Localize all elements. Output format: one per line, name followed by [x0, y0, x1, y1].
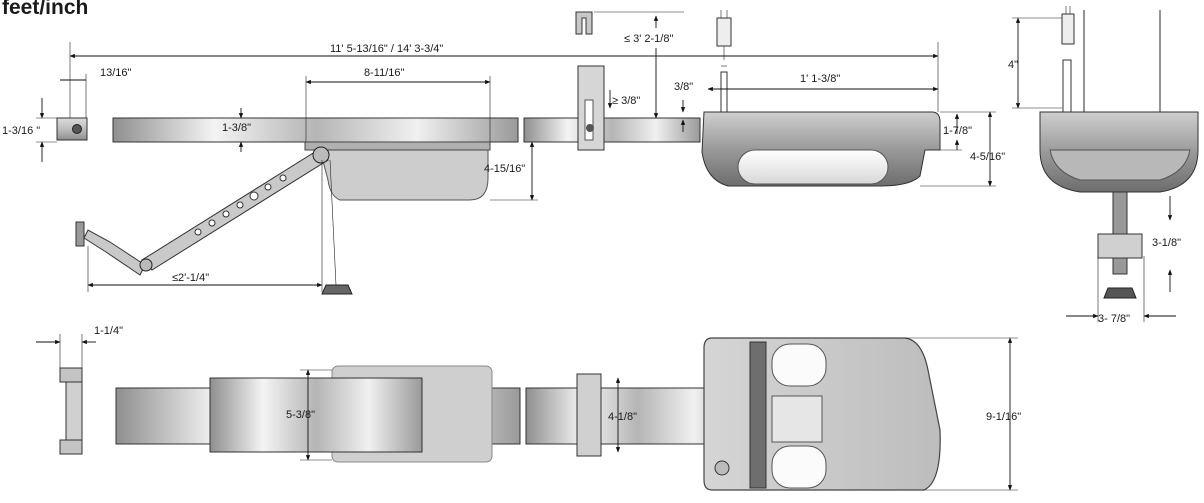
- end-release-height-label: 3-1/8": [1152, 237, 1181, 249]
- top-motor-core: [771, 395, 823, 443]
- door-bracket: [75, 221, 85, 247]
- motor-height-label: 1-7/8": [943, 125, 972, 137]
- arm-hole: [236, 201, 244, 209]
- light-lens: [737, 149, 889, 185]
- end-release-handle: [1103, 287, 1137, 299]
- top-sprocket-plate: [749, 341, 767, 489]
- top-view: 1-1/4" 5-3/8" 4-1/8" 9-1/16": [36, 325, 1021, 491]
- u-clip-icon: [575, 11, 593, 35]
- hanger-gap-label: ≥ 3/8": [612, 95, 640, 107]
- rail-height-label: 1-3/8": [222, 122, 251, 134]
- top-bracket-width-label: 1-1/4": [94, 325, 123, 337]
- release-cord: [329, 159, 337, 286]
- hanger-drop-label: ≤ 3' 2-1/8": [624, 33, 673, 45]
- motor-total-height-label: 4-5/16": [970, 151, 1005, 163]
- trolley-pivot-icon: [312, 146, 330, 164]
- arm-pivot-icon: [139, 258, 153, 272]
- end-cord-left: [1062, 59, 1072, 113]
- bracket-offset-label: 13/16": [100, 67, 132, 79]
- end-release-bracket: [1097, 233, 1143, 259]
- trolley-top: [304, 141, 491, 151]
- arm-hole: [279, 174, 287, 182]
- end-lens: [1049, 149, 1191, 181]
- arm-hole: [208, 219, 216, 227]
- rail-segment: [523, 117, 701, 143]
- hanger-bolt-icon: [586, 124, 594, 132]
- trolley-depth-label: 4-15/16": [484, 163, 525, 175]
- top-trolley: [209, 377, 423, 453]
- top-trolley-width-label: 5-3/8": [286, 409, 315, 421]
- rail-segment: [112, 117, 519, 143]
- overall-length-label: 11' 5-13/16" / 14' 3-3/4": [330, 43, 443, 55]
- trolley-length-label: 8-11/16": [364, 67, 404, 79]
- arm-hole: [194, 228, 202, 236]
- end-release-width-label: 3- 7/8": [1098, 313, 1130, 325]
- plug-icon: [716, 17, 732, 47]
- end-plug-icon: [1061, 13, 1075, 45]
- arm-hole: [222, 210, 230, 218]
- top-bracket: [65, 379, 83, 443]
- side-view: 11' 5-13/16" / 14' 3-3/4" 13/16" 1-3/16 …: [2, 10, 1005, 295]
- end-cord-height-label: 4": [1008, 59, 1018, 71]
- power-offset-label: 1' 1-3/8": [800, 73, 840, 85]
- arm-reach-label: ≤2'-1/4": [172, 272, 209, 284]
- top-hanger: [576, 373, 602, 457]
- bracket-bolt-icon: [72, 124, 82, 134]
- top-motor-width-label: 9-1/16": [986, 411, 1021, 423]
- page-title: feet/inch: [2, 0, 88, 19]
- curved-arm: [83, 229, 146, 276]
- top-outlet-icon: [714, 460, 730, 476]
- end-view: 4" 3-1/8" 3- 7/8": [1008, 6, 1199, 325]
- arm-hole: [264, 183, 272, 191]
- hanger-min-label: 3/8": [674, 81, 693, 93]
- trolley-carriage: [317, 141, 489, 201]
- top-rail-width-label: 4-1/8": [608, 411, 637, 423]
- top-motor-lamp: [771, 343, 827, 387]
- top-bracket-flange: [59, 367, 83, 383]
- release-handle: [321, 284, 353, 295]
- end-release-rod: [1112, 191, 1128, 275]
- top-bracket-flange: [59, 439, 83, 455]
- door-arm: [141, 149, 329, 271]
- bracket-height-label: 1-3/16 ": [2, 125, 40, 137]
- arm-hole: [249, 191, 259, 201]
- hanger-slot: [584, 99, 594, 141]
- top-motor-lamp: [771, 445, 827, 489]
